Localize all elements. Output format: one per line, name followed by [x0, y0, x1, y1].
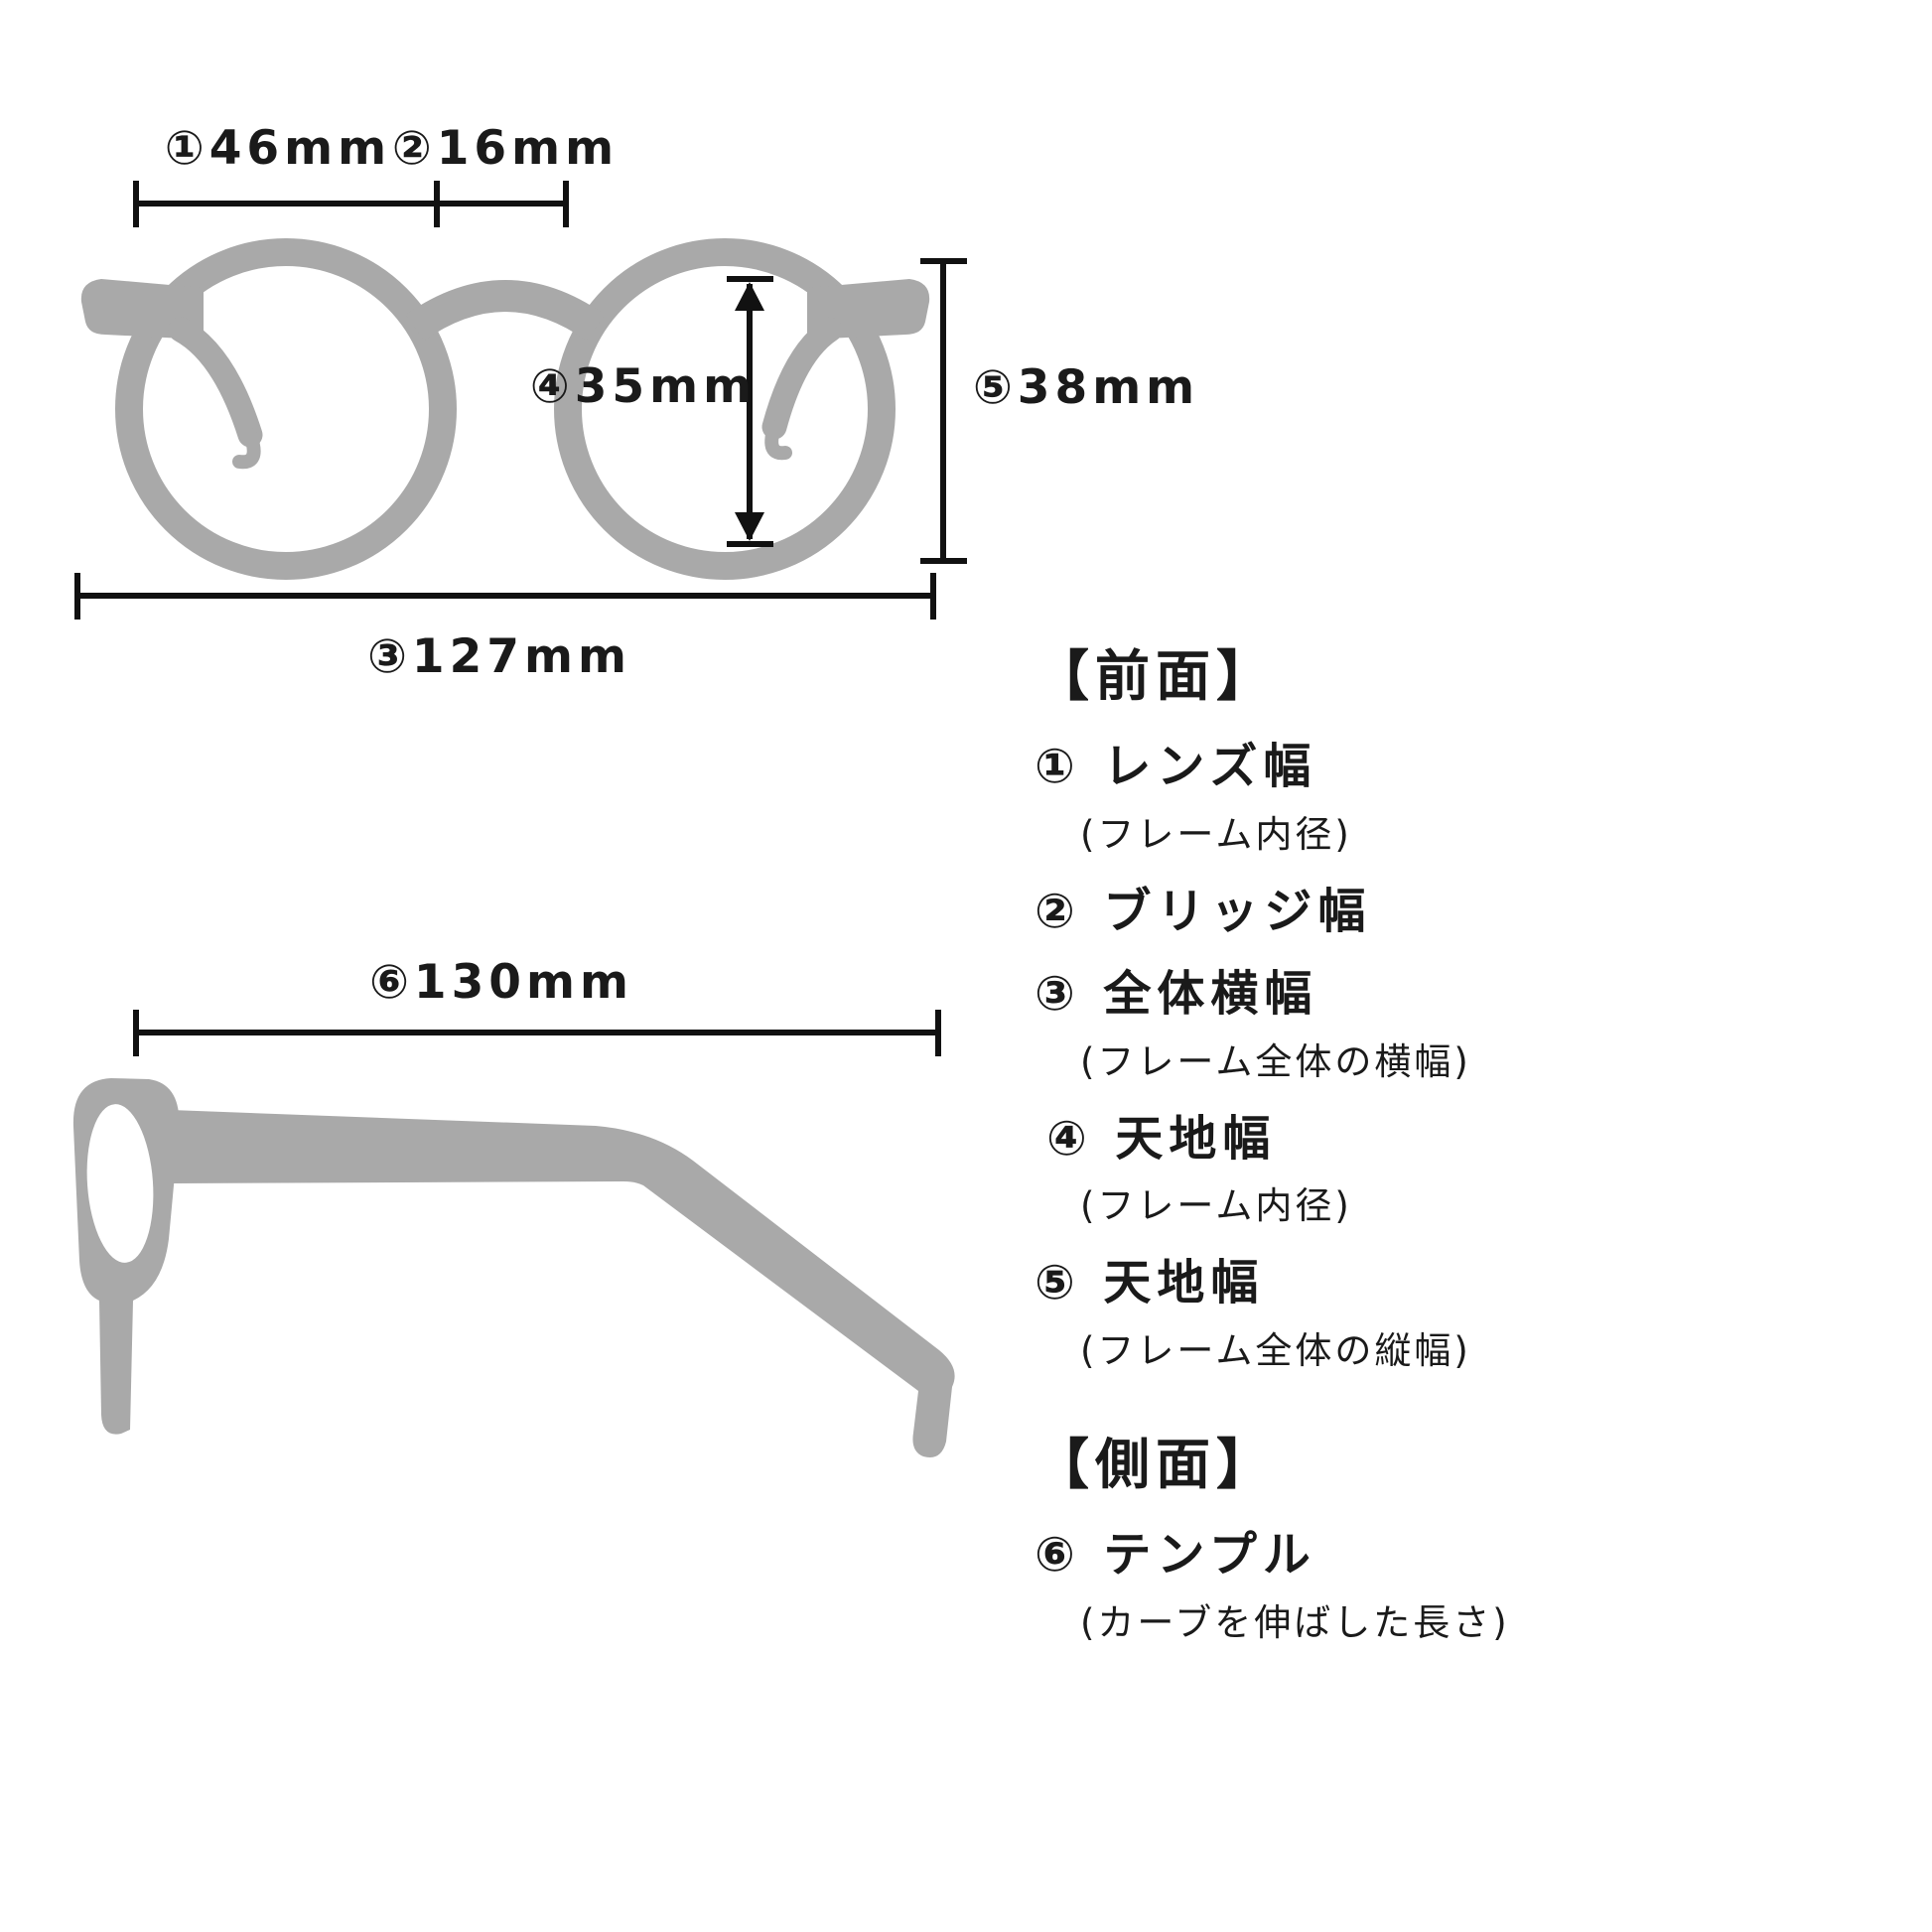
legend-item-note: (フレーム全体の縦幅) — [1080, 1328, 1471, 1372]
side-lens-opening — [86, 1104, 154, 1263]
legend-item-note: (フレーム全体の横幅) — [1080, 1039, 1471, 1083]
legend-item-label: ⑤ 天地幅 — [1035, 1255, 1265, 1311]
dimension-arrowheads — [735, 282, 764, 541]
legend-item-label: ⑥ テンプル — [1035, 1526, 1316, 1583]
legend-item-label: ② ブリッジ幅 — [1035, 883, 1372, 939]
front-bridge — [405, 280, 606, 342]
legend-item-temple-length: ⑥ テンプル (カーブを伸ばした長さ) — [1035, 1527, 1650, 1646]
legend-item-note: (カーブを伸ばした長さ) — [1080, 1600, 1510, 1644]
side-glasses-silhouette — [72, 1078, 955, 1457]
lens-width-label: ①46mm — [164, 121, 392, 176]
lens-height-label: ④35mm — [529, 359, 758, 414]
side-temple-arm — [171, 1110, 955, 1457]
legend-front-header: 【前面】 — [1035, 644, 1278, 708]
front-left-folded-temple — [168, 317, 263, 448]
front-right-temple-tip — [764, 420, 792, 461]
front-right-lens-rim — [554, 238, 896, 580]
bridge-width-label: ②16mm — [391, 121, 620, 176]
legend-item-note: (フレーム内径) — [1080, 1184, 1352, 1228]
front-left-temple-tip — [232, 428, 261, 470]
front-left-lens-rim — [115, 238, 457, 580]
legend-item-label: ① レンズ幅 — [1035, 739, 1317, 794]
arrow-up-icon — [735, 282, 764, 311]
frame-height-label: ⑤38mm — [973, 360, 1200, 415]
legend-item-label: ③ 全体横幅 — [1035, 966, 1318, 1023]
legend-item-lens-width: ① レンズ幅 (フレーム内径) — [1035, 739, 1650, 858]
legend-item-frame-height: ⑤ 天地幅 (フレーム全体の縦幅) — [1035, 1255, 1650, 1374]
legend-item-total-width: ③ 全体横幅 (フレーム全体の横幅) — [1035, 966, 1650, 1085]
front-right-folded-temple — [761, 317, 843, 440]
arrow-down-icon — [735, 512, 764, 541]
legend-item-lens-height: ④ 天地幅 (フレーム内径) — [1035, 1111, 1650, 1230]
legend-item-note: (フレーム内径) — [1080, 812, 1352, 856]
legend: 【前面】 ① レンズ幅 (フレーム内径) ② ブリッジ幅 ③ 全体横幅 (フレー… — [1035, 631, 1650, 1672]
dimension-lines — [74, 181, 967, 1056]
legend-side-header: 【側面】 — [1035, 1432, 1278, 1496]
legend-item-bridge-width: ② ブリッジ幅 — [1035, 884, 1650, 941]
legend-item-label: ④ 天地幅 — [1046, 1110, 1277, 1167]
front-glasses-silhouette — [80, 238, 930, 580]
temple-length-label: ⑥130mm — [369, 955, 633, 1010]
total-width-label: ③127mm — [367, 629, 631, 684]
